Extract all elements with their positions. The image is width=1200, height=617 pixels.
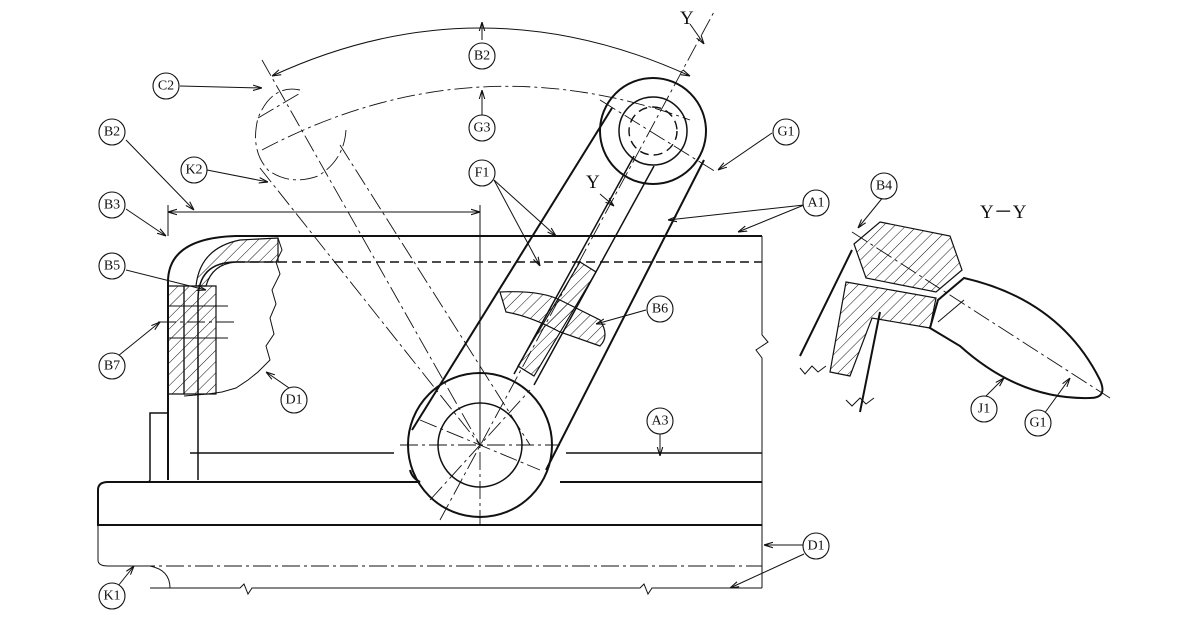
callout-g1-top: G1	[772, 118, 800, 146]
callout-label: D1	[807, 539, 824, 554]
callout-b3: B3	[98, 191, 126, 219]
callout-j1: J1	[970, 395, 998, 423]
callout-b6: B6	[646, 295, 674, 323]
callout-b4: B4	[870, 172, 898, 200]
callout-k2: K2	[180, 156, 208, 184]
callout-k1: K1	[98, 582, 126, 610]
callout-f1: F1	[468, 159, 496, 187]
callout-d1-right: D1	[802, 532, 830, 560]
callout-g3: G3	[468, 114, 496, 142]
callout-label: G3	[473, 121, 490, 136]
base-body	[97, 235, 769, 596]
callout-b7: B7	[98, 352, 126, 380]
callout-label: B6	[652, 302, 668, 317]
leader-lines	[117, 22, 1070, 588]
phantom-position	[255, 59, 691, 446]
callout-label: B3	[104, 198, 120, 213]
left-section-cut	[158, 237, 283, 397]
callout-b5: B5	[98, 252, 126, 280]
callout-label: A1	[807, 196, 824, 211]
callout-label: K2	[185, 163, 202, 178]
section-detail	[799, 221, 1111, 413]
callout-g1-right: G1	[1024, 409, 1052, 437]
callout-label: K1	[103, 589, 120, 604]
callout-a3: A3	[646, 407, 674, 435]
callout-label: D1	[285, 393, 302, 408]
callout-label: F1	[475, 166, 490, 181]
section-mark-y-mid: Y	[586, 172, 600, 193]
callout-label: B7	[104, 359, 120, 374]
callout-label: B4	[876, 179, 892, 194]
callout-label: B5	[104, 259, 120, 274]
section-mark-y-top: Y	[680, 8, 694, 29]
callout-label: B2	[474, 49, 490, 64]
callout-label: B2	[104, 125, 120, 140]
callout-b2-top: B2	[468, 42, 496, 70]
callout-label: G1	[1029, 416, 1046, 431]
lever-arm	[400, 9, 717, 525]
callout-label: C2	[158, 79, 174, 94]
callout-label: A3	[651, 414, 668, 429]
callout-d1-mid: D1	[280, 386, 308, 414]
callout-label: J1	[978, 402, 990, 417]
section-title: Y－Y	[980, 202, 1027, 223]
callout-b2-left: B2	[98, 118, 126, 146]
callout-label: G1	[777, 125, 794, 140]
callout-c2: C2	[152, 72, 180, 100]
callout-a1: A1	[802, 189, 830, 217]
